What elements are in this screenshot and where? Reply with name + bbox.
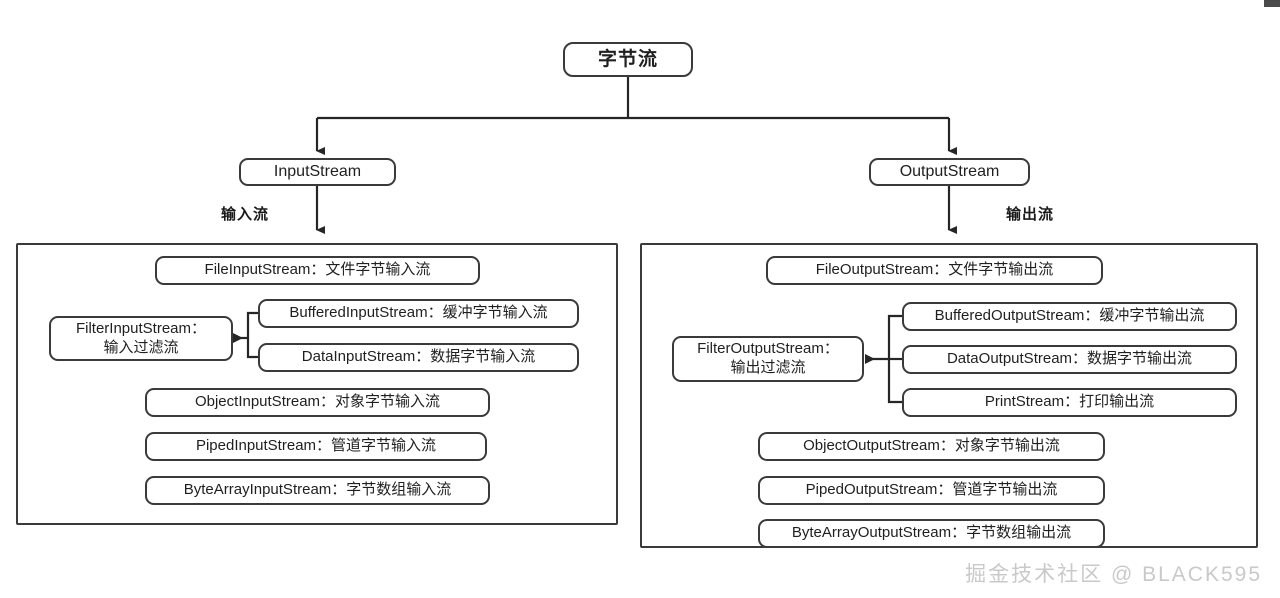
watermark: 掘金技术社区 @ BLACK595 — [965, 563, 1262, 586]
side-label-output-stream: 输出流 — [1006, 206, 1055, 223]
node-pipedinputstream[interactable]: PipedInputStream：管道字节输入流 — [145, 432, 487, 461]
node-filteroutputstream[interactable]: FilterOutputStream： 输出过滤流 — [672, 336, 864, 382]
node-root-byte-stream[interactable]: 字节流 — [563, 42, 693, 77]
node-bufferedinputstream[interactable]: BufferedInputStream：缓冲字节输入流 — [258, 299, 579, 328]
node-dataoutputstream[interactable]: DataOutputStream：数据字节输出流 — [902, 345, 1237, 374]
corner-mark — [1264, 0, 1280, 7]
node-fileinputstream[interactable]: FileInputStream：文件字节输入流 — [155, 256, 480, 285]
node-inputstream[interactable]: InputStream — [239, 158, 396, 186]
node-objectinputstream[interactable]: ObjectInputStream：对象字节输入流 — [145, 388, 490, 417]
node-filterinputstream[interactable]: FilterInputStream： 输入过滤流 — [49, 316, 233, 361]
node-pipedoutputstream[interactable]: PipedOutputStream：管道字节输出流 — [758, 476, 1105, 505]
node-bytearrayoutputstream[interactable]: ByteArrayOutputStream：字节数组输出流 — [758, 519, 1105, 548]
node-outputstream[interactable]: OutputStream — [869, 158, 1030, 186]
node-bufferedoutputstream[interactable]: BufferedOutputStream：缓冲字节输出流 — [902, 302, 1237, 331]
side-label-input-stream: 输入流 — [221, 206, 270, 223]
node-fileoutputstream[interactable]: FileOutputStream：文件字节输出流 — [766, 256, 1103, 285]
node-printstream[interactable]: PrintStream：打印输出流 — [902, 388, 1237, 417]
node-bytearrayinputstream[interactable]: ByteArrayInputStream：字节数组输入流 — [145, 476, 490, 505]
node-datainputstream[interactable]: DataInputStream：数据字节输入流 — [258, 343, 579, 372]
node-objectoutputstream[interactable]: ObjectOutputStream：对象字节输出流 — [758, 432, 1105, 461]
